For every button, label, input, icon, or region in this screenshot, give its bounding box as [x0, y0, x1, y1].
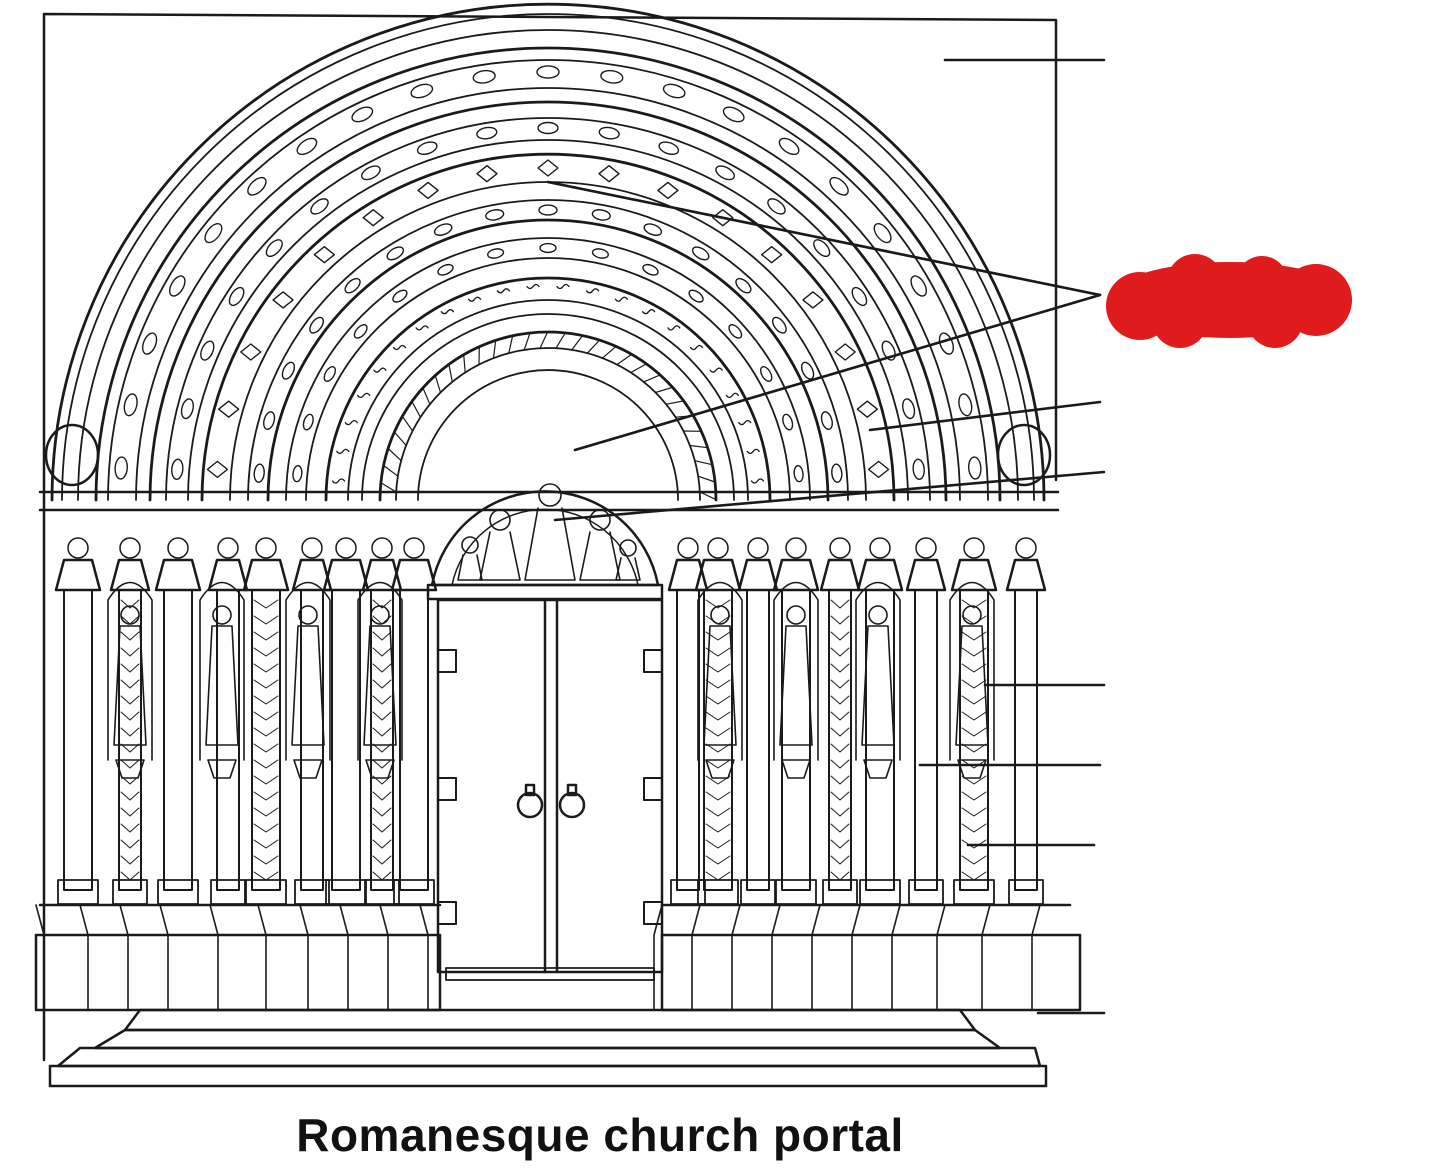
plinth-block: [210, 905, 218, 1010]
column: [1007, 538, 1045, 904]
archivolt-band: [418, 370, 678, 500]
archivolts: [40, 4, 1058, 510]
archivolt-band: [230, 182, 866, 500]
leader-line-pair: [548, 182, 1100, 450]
plinth-block: [772, 905, 780, 1010]
plinth-block: [732, 905, 740, 1010]
plinth-block: [80, 905, 88, 1010]
door-ring-handles[interactable]: [518, 785, 584, 817]
plinth-block: [937, 905, 945, 1010]
plinth-block: [892, 905, 900, 1010]
jamb-statue: [200, 583, 244, 779]
archivolt-band: [202, 154, 894, 500]
column: [669, 538, 707, 904]
plinth-block: [1032, 905, 1040, 1010]
redacted-label: [1106, 254, 1352, 348]
diagram-caption: Romanesque church portal: [0, 1108, 1200, 1162]
plinth-block: [692, 905, 700, 1010]
archivolt-band: [96, 48, 1000, 500]
plinth-block: [258, 905, 266, 1010]
tympanum-figures: [458, 484, 640, 580]
column: [111, 538, 149, 904]
column: [209, 538, 247, 904]
door-hinges: [438, 650, 662, 924]
archivolt-band: [362, 314, 734, 500]
column: [907, 538, 945, 904]
column: [156, 538, 200, 904]
column: [56, 538, 100, 904]
plinth-block: [852, 905, 860, 1010]
archivolt-band: [248, 200, 848, 500]
archivolt-carvings: [114, 66, 981, 479]
archivolt-band: [188, 140, 908, 500]
plinth-block: [120, 905, 128, 1010]
archivolt-band: [150, 102, 946, 500]
impost-cornice: [40, 492, 1058, 510]
archivolt-band: [348, 300, 748, 500]
archivolt-band: [108, 60, 988, 500]
label-leader-lines: [548, 60, 1104, 1013]
double-door[interactable]: [438, 600, 662, 980]
plinth-block: [160, 905, 168, 1010]
lintel: [428, 585, 662, 599]
archivolt-band: [380, 332, 716, 500]
plinth-block: [812, 905, 820, 1010]
plinth-block: [300, 905, 308, 1010]
archivolt-band: [306, 258, 790, 500]
leader-line: [555, 472, 1104, 520]
tympanum: [432, 484, 658, 585]
column: [392, 538, 436, 904]
plinth-block: [340, 905, 348, 1010]
leader-line: [870, 402, 1100, 430]
jamb-statue: [774, 583, 818, 779]
jamb-columns: [56, 538, 1045, 904]
column: [739, 538, 777, 904]
jamb-statue: [108, 583, 152, 779]
column: [821, 538, 859, 904]
plinth-block: [420, 905, 428, 1010]
archivolt-band: [136, 88, 960, 500]
plinth-block: [982, 905, 990, 1010]
archivolt-band: [326, 278, 770, 500]
column: [244, 538, 288, 904]
archivolt-carvings: [253, 205, 842, 483]
steps: [50, 1010, 1046, 1086]
jamb-statue: [358, 583, 402, 779]
plinth-block: [380, 905, 388, 1010]
